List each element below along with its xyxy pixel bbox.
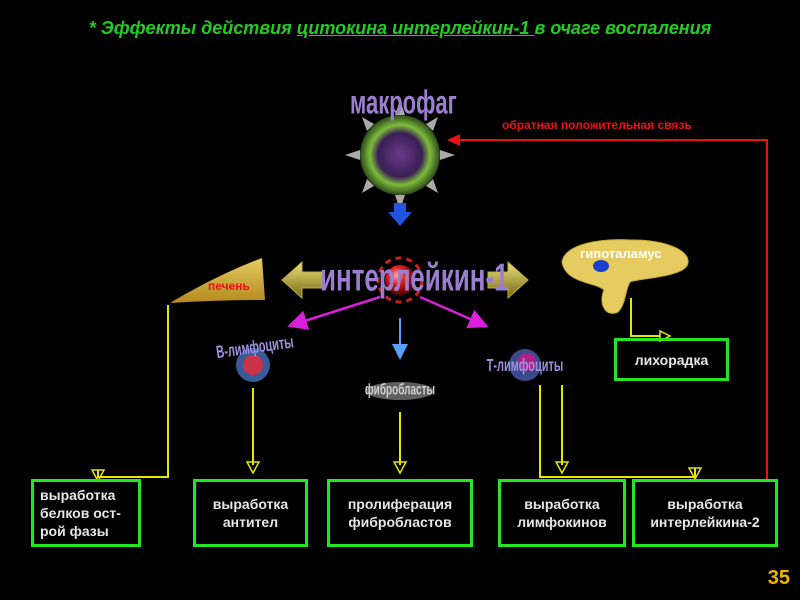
down-arrow-icon <box>388 203 412 226</box>
fibroblast-prolif-box: пролиферация фибробластов <box>327 479 473 547</box>
fibroblast-cell <box>366 382 434 400</box>
macrophage-cell <box>345 100 455 210</box>
il2-box: выработка интерлейкина-2 <box>632 479 778 547</box>
lymphokines-box: выработка лимфокинов <box>498 479 626 547</box>
liver-shape <box>170 258 265 303</box>
hypothalamus-nucleus <box>593 260 609 272</box>
feedback-label: обратная положительная связь <box>502 118 692 132</box>
hypothalamus-shape <box>561 239 689 314</box>
slide-title: * Эффекты действия цитокина интерлейкин-… <box>0 18 800 39</box>
fever-box: лихорадка <box>614 338 729 381</box>
interleukin-molecule <box>376 256 424 304</box>
title-underlined: цитокина интерлейкин-1 <box>296 18 535 38</box>
title-suffix: в очаге воспаления <box>534 18 712 38</box>
left-arrow-icon <box>281 260 323 300</box>
antibodies-box: выработка антител <box>193 479 308 547</box>
right-arrow-icon <box>487 260 529 300</box>
connector-lines <box>97 298 696 478</box>
title-prefix: * Эффекты действия <box>88 18 297 38</box>
interleukin-label: интерлейкин-1 <box>320 254 509 300</box>
pink-arrow-left <box>287 295 381 330</box>
liver-label: печень <box>208 279 250 293</box>
connector-arrowheads <box>90 329 703 483</box>
hypothalamus-label: гипоталамус <box>580 246 662 261</box>
t-lymphocyte-cell <box>509 349 541 381</box>
b-lymphocyte-cell <box>236 348 270 382</box>
feedback-arrow <box>447 134 768 479</box>
macrophage-label: макрофаг <box>350 83 457 122</box>
pink-arrow-right <box>419 295 489 329</box>
t-lymphocytes-label: Т-лимфоциты <box>486 356 564 376</box>
acute-phase-box: выработка белков ост-рой фазы <box>31 479 141 547</box>
page-number: 35 <box>767 567 790 589</box>
fibroblasts-label: фибробласты <box>364 381 436 400</box>
